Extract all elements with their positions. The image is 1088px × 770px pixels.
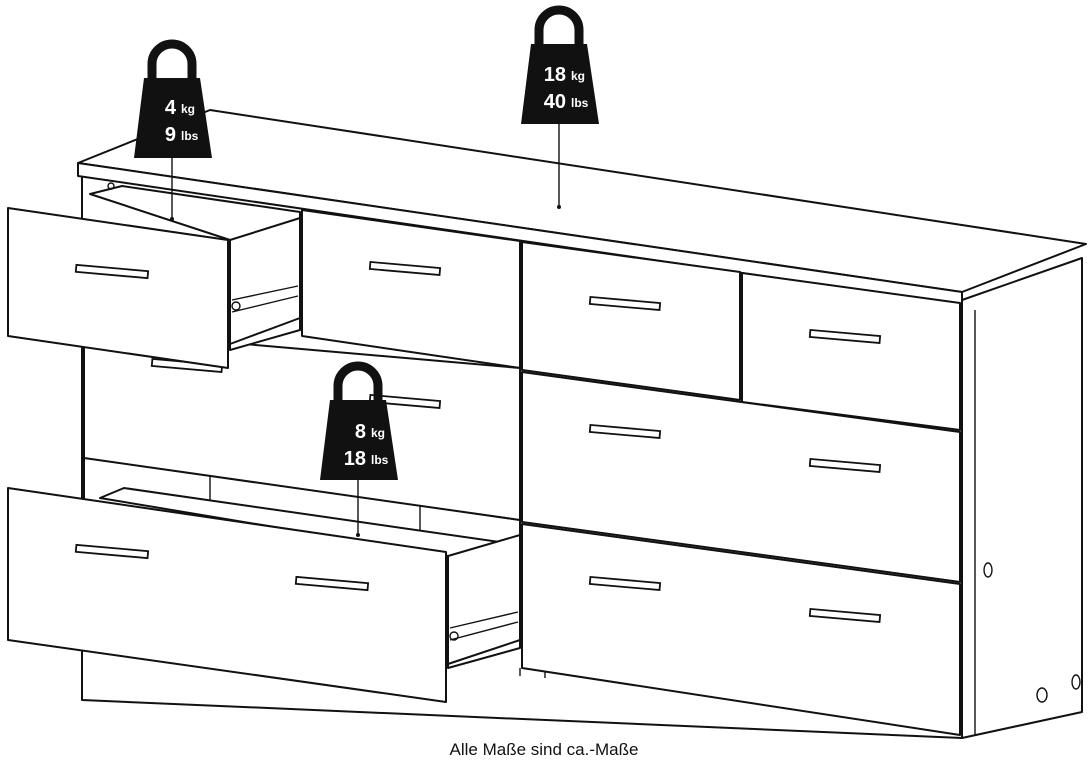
badge-kg-value: 18 xyxy=(544,64,566,86)
side-hole xyxy=(1036,687,1048,703)
open-large-drawer-side xyxy=(447,534,521,665)
drawer-handle xyxy=(808,328,882,345)
badge-lbs-value: 18 xyxy=(344,448,366,470)
weight-badge-top-surface: 18 kg 40 lbs xyxy=(521,5,599,209)
drawer-handle xyxy=(808,457,882,474)
side-hole xyxy=(983,562,993,578)
dimensions-note: Alle Maße sind ca.-Maße xyxy=(449,740,639,759)
drawer-handle xyxy=(294,575,370,592)
drawer-top-right-b xyxy=(741,272,961,431)
drawer-handle xyxy=(808,607,882,624)
drawer-handle xyxy=(74,263,150,280)
weight-badge-large-drawer: 8 kg 18 lbs xyxy=(320,361,398,537)
badge-lbs-unit: lbs xyxy=(181,129,199,143)
drawer-top-right-a xyxy=(521,241,741,401)
drawer-handle xyxy=(588,423,662,440)
open-small-drawer-front xyxy=(7,207,229,369)
badge-lbs-value: 9 xyxy=(165,124,176,146)
drawer-handle xyxy=(368,393,442,410)
drawer-handle xyxy=(588,295,662,312)
drawer-middle-left xyxy=(83,329,521,521)
open-large-drawer-front xyxy=(7,487,447,703)
badge-kg-value: 4 xyxy=(165,97,177,119)
drawer-handle xyxy=(74,543,150,560)
drawer-handle xyxy=(368,260,442,277)
badge-kg-unit: kg xyxy=(571,69,585,83)
open-small-drawer-side xyxy=(229,217,301,345)
drawer-right-middle xyxy=(521,371,961,583)
badge-lbs-value: 40 xyxy=(544,91,566,113)
badge-lbs-unit: lbs xyxy=(571,96,589,110)
drawer-right-bottom xyxy=(521,523,961,736)
badge-kg-unit: kg xyxy=(371,426,385,440)
weight-icon xyxy=(534,5,584,48)
side-hole xyxy=(1071,674,1081,690)
weight-icon xyxy=(147,39,197,82)
drawer-handle xyxy=(588,575,662,592)
badge-lbs-unit: lbs xyxy=(371,453,389,467)
badge-kg-value: 8 xyxy=(355,421,366,443)
dresser-side-panel xyxy=(961,257,1083,739)
badge-kg-unit: kg xyxy=(181,102,195,116)
weight-icon xyxy=(333,361,383,404)
dresser-top-edge xyxy=(77,162,963,306)
weight-badge-small-drawer: 4 kg 9 lbs xyxy=(134,39,212,221)
